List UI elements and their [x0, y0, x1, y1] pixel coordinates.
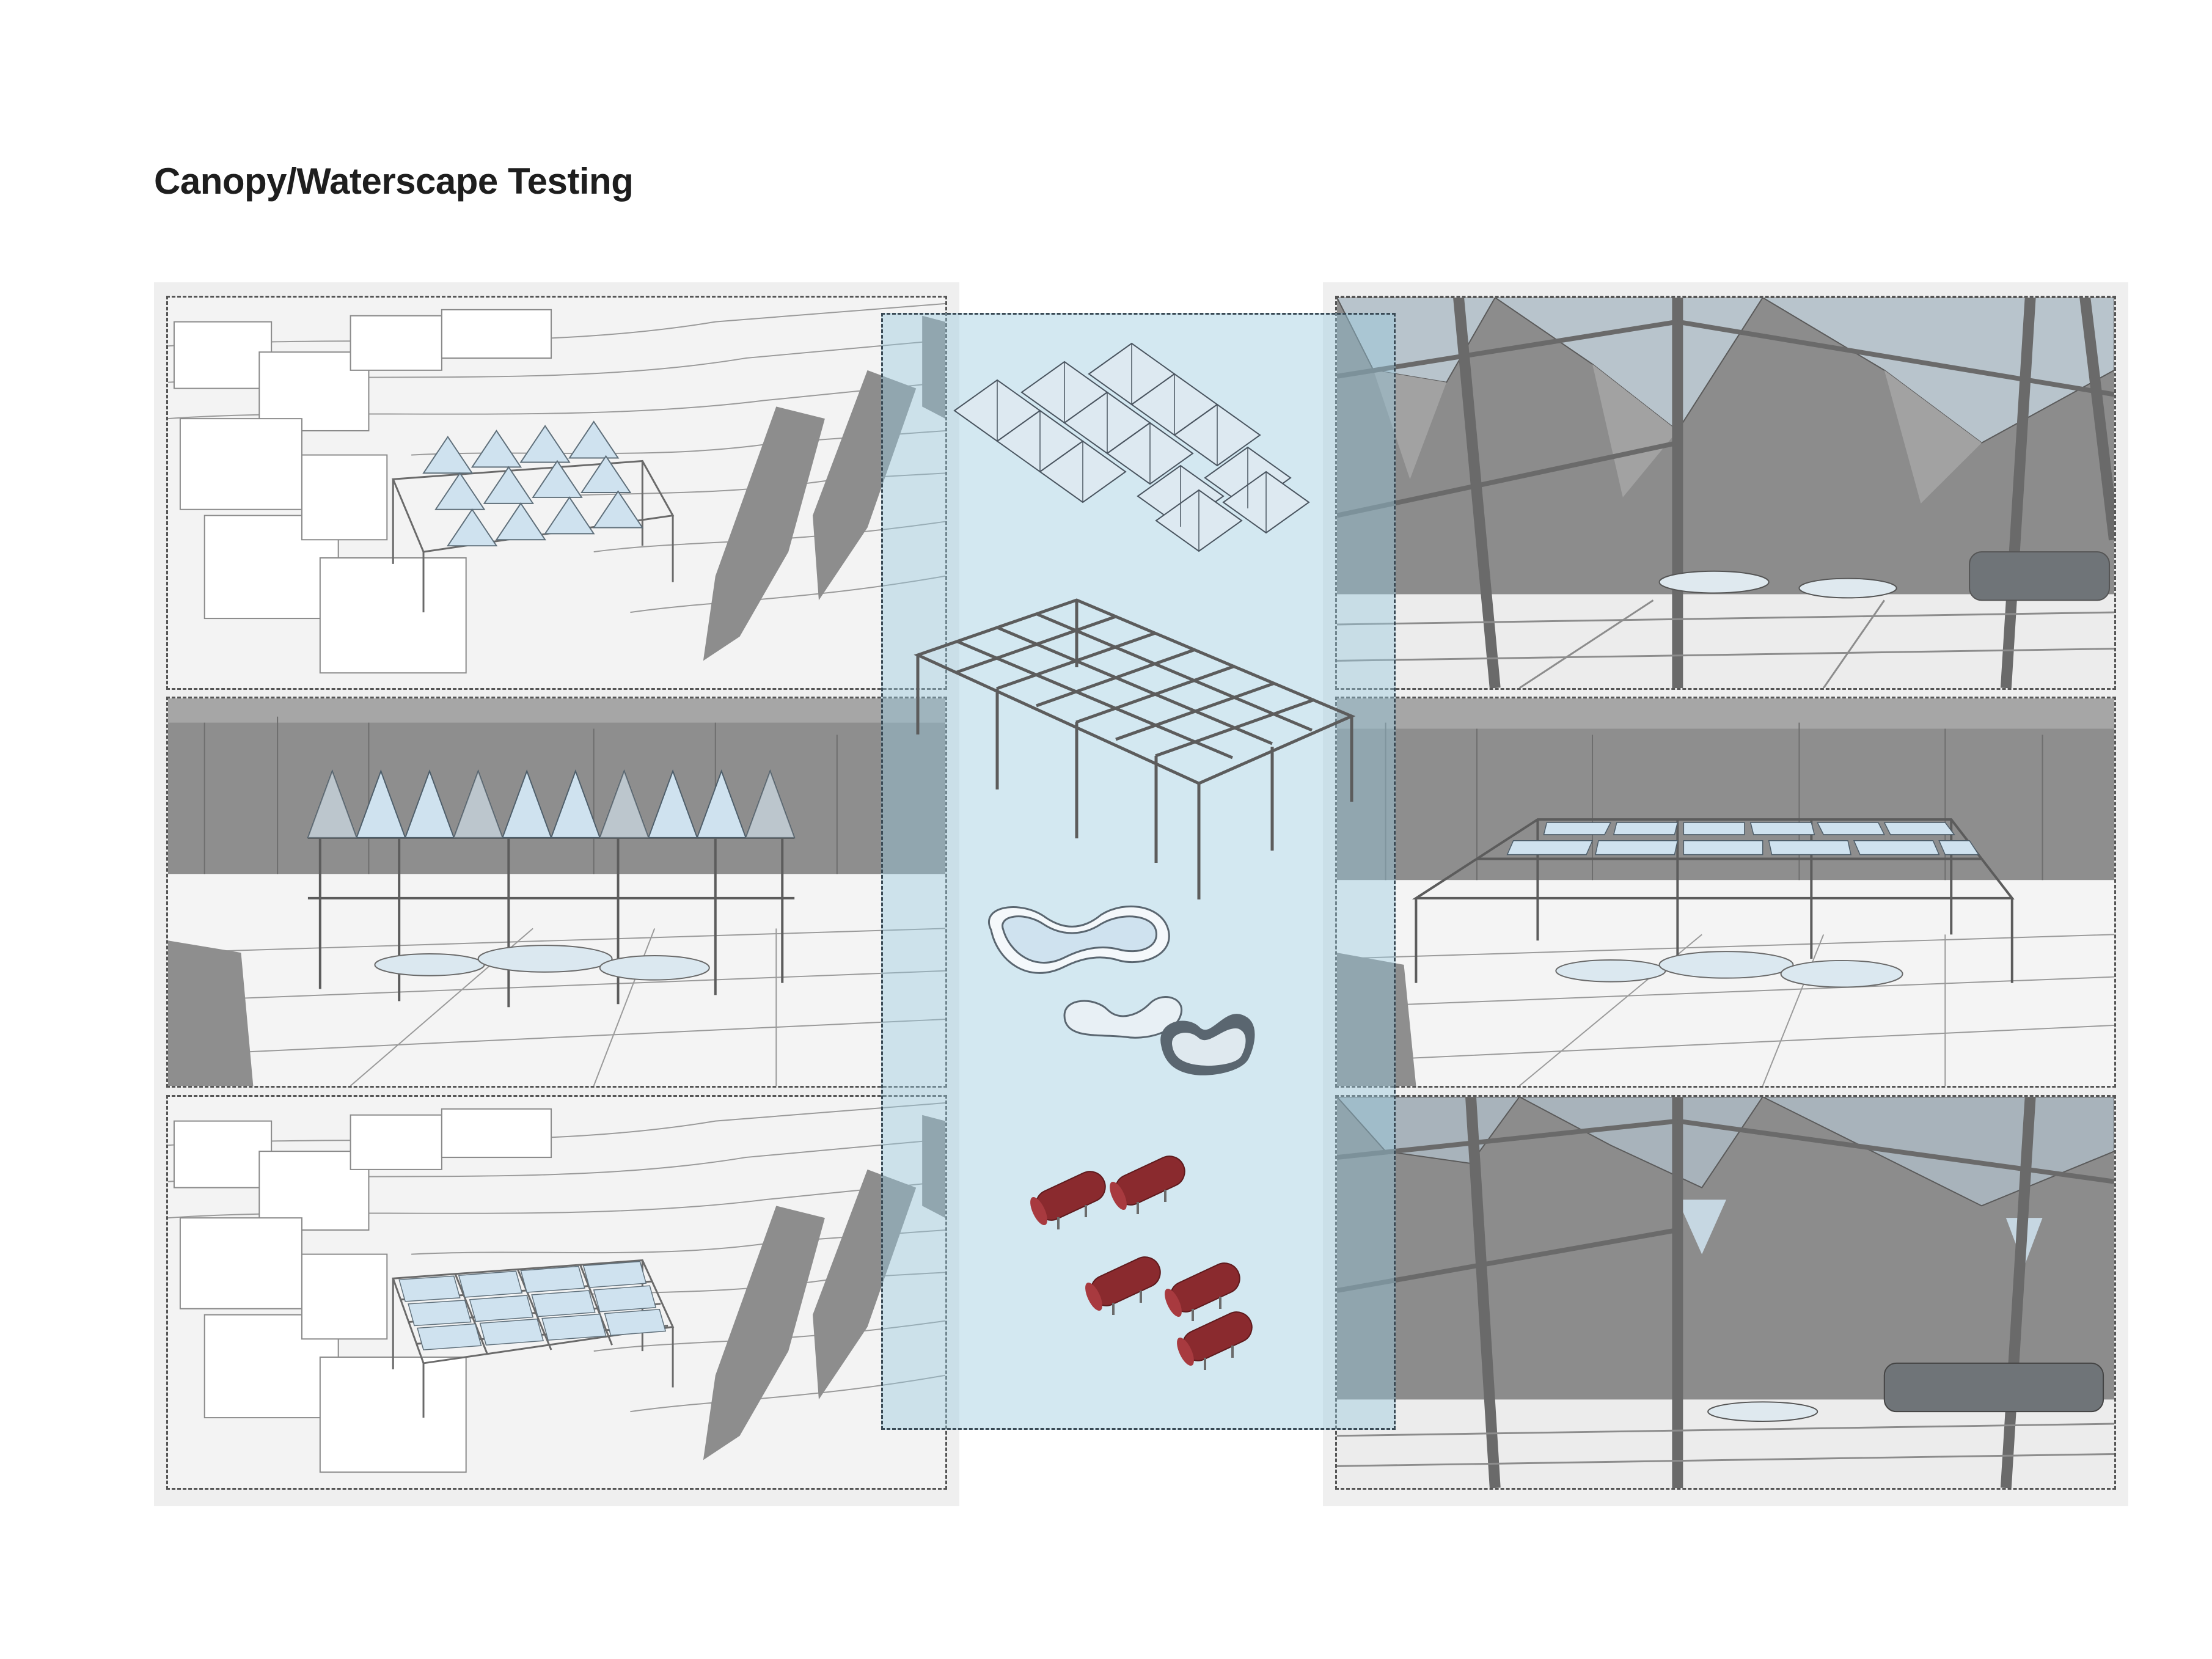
street-view-folded-canopy-view [166, 697, 947, 1088]
interior-view-under-canopy-drawing [1337, 298, 2114, 688]
exploded-axonometric-band [881, 313, 1396, 1430]
page-title: Canopy/Waterscape Testing [154, 161, 634, 202]
aerial-pyramid-canopy-drawing [168, 298, 945, 688]
aerial-flat-canopy-view [166, 1095, 947, 1490]
street-view-grid-canopy-drawing [1337, 698, 2114, 1086]
street-view-folded-canopy-drawing [168, 698, 945, 1086]
cylindrical-pods [1030, 1155, 1253, 1370]
exploded-axonometric [881, 313, 1396, 1430]
water-basins [988, 905, 1255, 1075]
interior-view-pods-view [1335, 1095, 2116, 1490]
structural-frame [914, 598, 1356, 899]
interior-view-pods-drawing [1337, 1097, 2114, 1488]
street-view-grid-canopy-view [1335, 697, 2116, 1088]
aerial-flat-canopy-drawing [168, 1097, 945, 1488]
aerial-pyramid-canopy-view [166, 296, 947, 690]
interior-view-under-canopy-view [1335, 296, 2116, 690]
